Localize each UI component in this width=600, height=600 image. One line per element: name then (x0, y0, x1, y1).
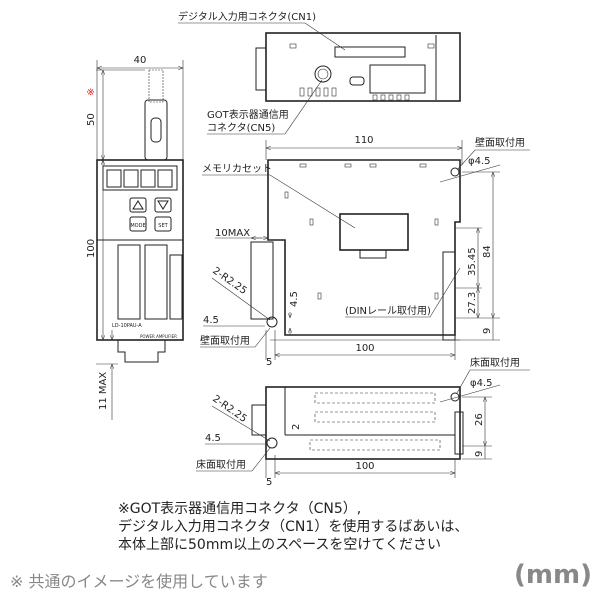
offset-4-5-vertical-dim: 4.5 (289, 291, 300, 307)
front-body (96, 159, 184, 341)
front-height-dim: 100 (86, 239, 97, 258)
note-line-2: デジタル入力用コネクタ（CN1）を使用するばあいは、 (118, 519, 469, 535)
h35-45-dim: 35.45 (467, 247, 478, 276)
h26-dim: 26 (474, 413, 485, 426)
offset-5-dim-bottom: 5 (266, 477, 272, 488)
mode-button-label: MODE (130, 223, 145, 229)
bottom-max-dim: 11 MAX (98, 372, 109, 410)
offset-4-5-dim-bottom: 4.5 (205, 433, 221, 444)
memory-cassette-label: メモリカセット (202, 163, 272, 175)
note-line-1: ※GOT表示器通信用コネクタ（CN5）, (118, 501, 362, 517)
floor-mount-hole (450, 392, 460, 402)
up-button[interactable] (129, 197, 147, 213)
terminal-block (117, 244, 183, 320)
down-button[interactable] (154, 197, 172, 213)
top-space-mark: ※ (86, 88, 97, 96)
mode-button[interactable] (129, 216, 147, 232)
h9-dim-bottom: 9 (474, 451, 485, 457)
wall-mount-label-top: 壁面取付用 (475, 136, 525, 149)
note-line-3: 本体上部に50mm以上のスペースを空けてください (118, 537, 441, 553)
cn1-label: デジタル入力用コネクタ(CN1) (178, 10, 316, 23)
top-space-dim: 50 (86, 113, 97, 126)
side-width-dim: 110 (354, 135, 373, 146)
up-arrow-icon (132, 200, 144, 210)
image-disclaimer: ※ 共通のイメージを使用しています (10, 572, 268, 591)
radius-dim-bottom: 2-R2.25 (210, 393, 248, 424)
model-label: LD-10PAU-A (112, 323, 142, 329)
wall-mount-hole (450, 167, 460, 177)
hole-dia-dim: φ4.5 (468, 156, 491, 167)
floor-mount-label-top: 床面取付用 (470, 356, 520, 369)
offset-5-dim: 5 (266, 357, 272, 368)
wall-mount-label-bottom: 壁面取付用 (200, 334, 250, 347)
h9-dim: 9 (482, 328, 493, 334)
pitch-100-dim-bottom: 100 (355, 461, 374, 472)
h27-3-dim: 27.3 (467, 292, 478, 314)
cable-connector (144, 99, 168, 161)
side-view: 110 84 35.45 27.3 9 壁面取付用 φ4.5 メモリカセット 1… (200, 135, 530, 368)
set-button[interactable] (154, 216, 172, 232)
set-button-label: SET (158, 223, 168, 229)
cn5-label-line2: コネクタ(CN5) (207, 122, 275, 134)
hole-dia-dim-bottom: φ4.5 (470, 378, 493, 389)
down-arrow-icon (157, 200, 169, 210)
unit-label: (mm) (514, 560, 592, 590)
cn1-connector (334, 46, 406, 58)
memory-cassette (339, 213, 409, 251)
top-view: デジタル入力用コネクタ(CN1) GOT表示器通信用 コネクタ(CN5) (178, 10, 461, 135)
cn5-connector (314, 65, 332, 83)
front-width-dim: 40 (134, 55, 147, 66)
terminal-side (250, 241, 274, 320)
cn5-label-line1: GOT表示器通信用 (207, 108, 289, 121)
amplifier-label: POWER AMPLIFIER (140, 334, 177, 339)
vent-slots (309, 392, 441, 451)
bottom-body (265, 386, 461, 460)
offset-4-5-dim: 4.5 (203, 315, 219, 326)
bottom-view: 床面取付用 φ4.5 26 9 2-R2.25 4.5 2 床面取付用 5 10… (196, 356, 530, 488)
din-rail-label: (DINレール取付用) (345, 304, 431, 317)
pitch-100-dim: 100 (355, 343, 374, 354)
top-body (265, 32, 461, 102)
floor-mount-label-bottom: 床面取付用 (196, 458, 246, 471)
front-view: MODE SET LD-10PAU-A POWER AMPLIFIER 40 5… (86, 55, 184, 420)
offset-2-dim: 2 (291, 424, 302, 430)
ten-max-dim: 10MAX (215, 228, 250, 239)
h84-dim: 84 (482, 245, 493, 258)
